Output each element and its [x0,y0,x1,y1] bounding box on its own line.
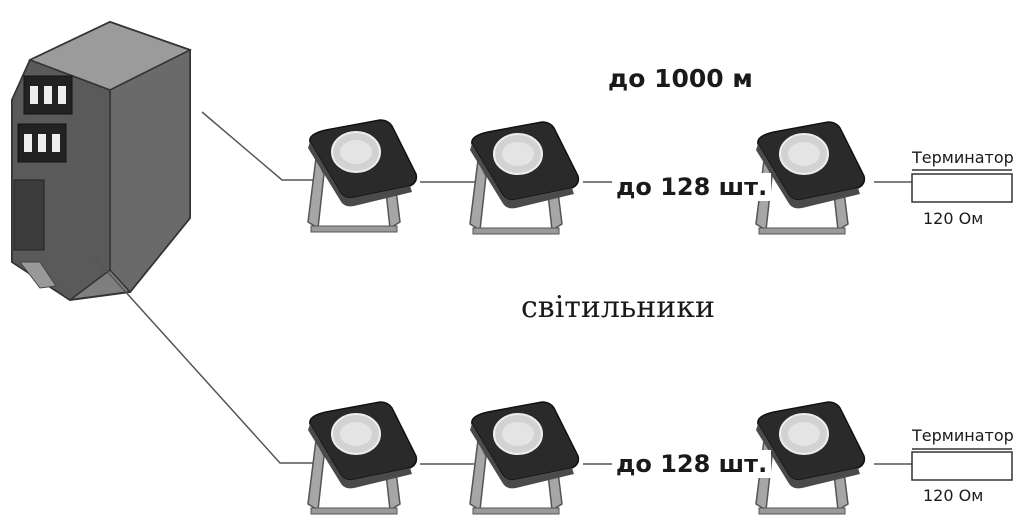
controller-module [11,20,192,302]
terminator-resistor [911,169,1013,203]
luminaire [755,121,866,235]
luminaire [307,401,418,515]
luminaire [755,401,866,515]
terminator-resistor [911,448,1013,481]
luminaire [307,119,418,233]
resistance-label: 120 Ом [923,486,984,505]
luminaire [469,121,580,235]
distance-label: до 1000 м [608,64,753,93]
luminaires-caption: світильники [521,290,716,325]
resistance-label: 120 Ом [923,209,984,228]
luminaire [469,401,580,515]
luminaire-count-label: до 128 шт. [612,450,772,478]
terminator-label: Терминатор [912,426,1014,445]
terminator-label: Терминатор [912,148,1014,167]
luminaire-count-label: до 128 шт. [612,173,772,201]
